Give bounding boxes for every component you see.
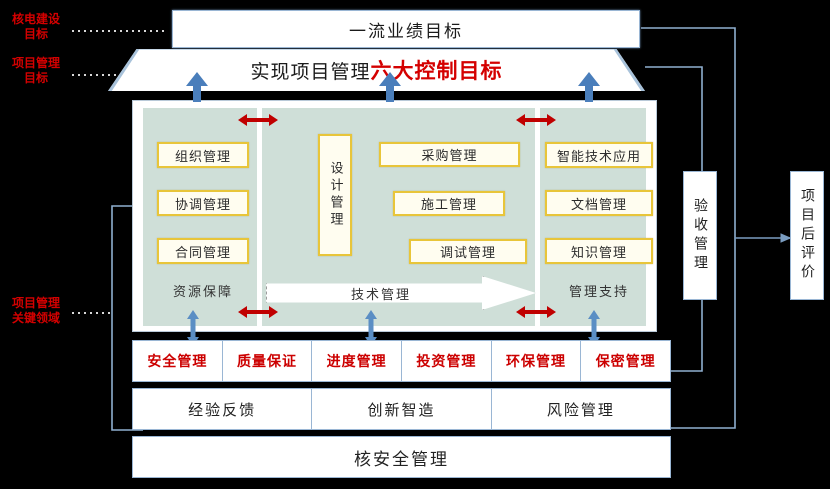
panel-divider-left [257, 108, 262, 326]
caption-resource-guarantee: 资源保障 [172, 284, 233, 300]
panel-divider-right [535, 108, 540, 326]
box-commissioning-management[interactable]: 调试管理 [409, 239, 527, 264]
box-design-management[interactable]: 设计管理 [318, 134, 352, 256]
label-key-areas: 项目管理 关键领域 [11, 296, 60, 325]
caption-management-support: 管理支持 [568, 284, 629, 300]
row-item-environmental-management[interactable]: 环保管理 [490, 340, 582, 382]
banner-prefix: 实现项目管理 [250, 61, 371, 83]
row-item-schedule-management[interactable]: 进度管理 [311, 340, 403, 382]
control-objectives-row: 安全管理 质量保证 进度管理 投资管理 环保管理 保密管理 [132, 340, 672, 382]
label-project-management-goal: 项目管理 目标 [11, 56, 60, 85]
box-post-project-evaluation[interactable]: 项目后评价 [790, 171, 824, 300]
box-construction-management[interactable]: 施工管理 [393, 191, 505, 216]
row-item-risk-management[interactable]: 风险管理 [490, 388, 671, 430]
row-item-experience-feedback[interactable]: 经验反馈 [132, 388, 313, 430]
box-knowledge-management[interactable]: 知识管理 [545, 238, 653, 264]
left-loop [111, 205, 143, 431]
row-item-innovation-manufacturing[interactable]: 创新智造 [311, 388, 492, 430]
row-item-confidentiality-management[interactable]: 保密管理 [580, 340, 672, 382]
box-acceptance-management[interactable]: 验收管理 [683, 171, 717, 300]
box-coordination-management[interactable]: 协调管理 [157, 190, 249, 216]
row-item-safety-management[interactable]: 安全管理 [132, 340, 223, 382]
banner-top-goal-text: 一流业绩目标 [349, 21, 463, 42]
row-item-investment-management[interactable]: 投资管理 [401, 340, 492, 382]
label-nuclear-construction-goal: 核电建设 目标 [11, 12, 60, 41]
box-procurement-management[interactable]: 采购管理 [379, 142, 520, 167]
box-organization-management[interactable]: 组织管理 [157, 142, 249, 168]
row-item-quality-assurance[interactable]: 质量保证 [221, 340, 313, 382]
box-contract-management[interactable]: 合同管理 [157, 238, 249, 264]
banner-top-goal: 一流业绩目标 [172, 10, 640, 48]
caption-technical-management: 技术管理 [350, 287, 411, 303]
outer-right-loop [641, 27, 736, 429]
box-smart-technology-application[interactable]: 智能技术应用 [545, 142, 653, 168]
box-document-management[interactable]: 文档管理 [545, 190, 653, 216]
row-nuclear-safety-management[interactable]: 核安全管理 [132, 436, 671, 478]
support-rows: 经验反馈 创新智造 风险管理 [132, 388, 671, 430]
